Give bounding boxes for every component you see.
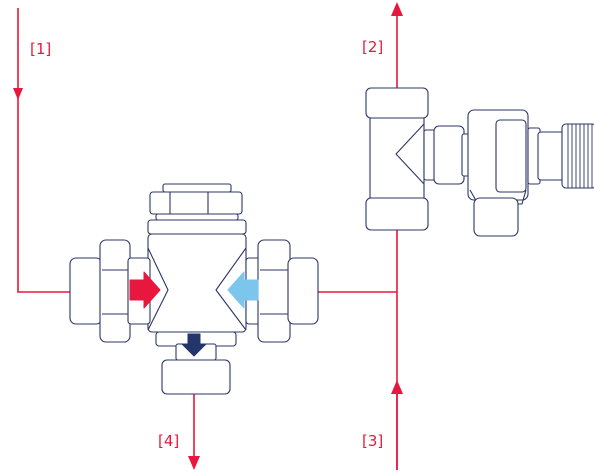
- radiator-valve-body: [369, 117, 425, 199]
- mixed-outlet-arrow-icon: [181, 333, 207, 357]
- radiator-valve-top-nut: [365, 87, 429, 119]
- arrowhead-1-down-icon: [13, 88, 23, 100]
- valve-top-nut: [147, 183, 247, 235]
- mixing-valve: [69, 183, 319, 395]
- label-port-2: [2]: [362, 38, 383, 56]
- thermostatic-knob-icon: [561, 123, 594, 189]
- arrowhead-3-up-icon: [391, 380, 403, 394]
- knob-knurling: [567, 124, 593, 188]
- valve-body: [147, 233, 247, 333]
- arrowhead-4-down-icon: [188, 456, 200, 470]
- hot-inlet-arrow-icon: [129, 271, 161, 309]
- label-port-3: [3]: [362, 432, 383, 450]
- radiator-valve: [365, 87, 594, 237]
- label-port-1: [1]: [30, 40, 51, 58]
- cold-inlet-arrow-icon: [227, 271, 259, 309]
- arrowhead-2-up-icon: [391, 2, 403, 16]
- label-port-4: [4]: [158, 432, 179, 450]
- pipe-1-supply: [17, 8, 70, 293]
- radiator-valve-bottom-nut: [365, 197, 429, 231]
- flow-arrowheads: [13, 2, 403, 470]
